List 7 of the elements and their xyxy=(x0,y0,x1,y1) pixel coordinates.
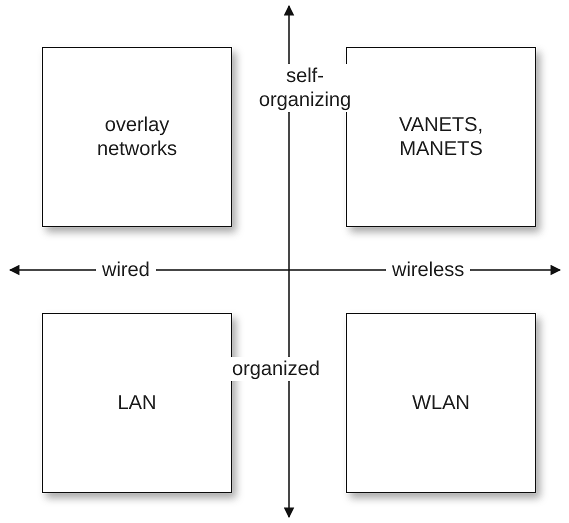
box-label: LAN xyxy=(116,391,158,415)
box-label: overlay networks xyxy=(96,113,178,161)
box-label: VANETS, MANETS xyxy=(398,113,484,161)
box-label: WLAN xyxy=(411,391,471,415)
network-box xyxy=(346,313,536,493)
network-box xyxy=(42,47,232,227)
network-box xyxy=(42,313,232,493)
